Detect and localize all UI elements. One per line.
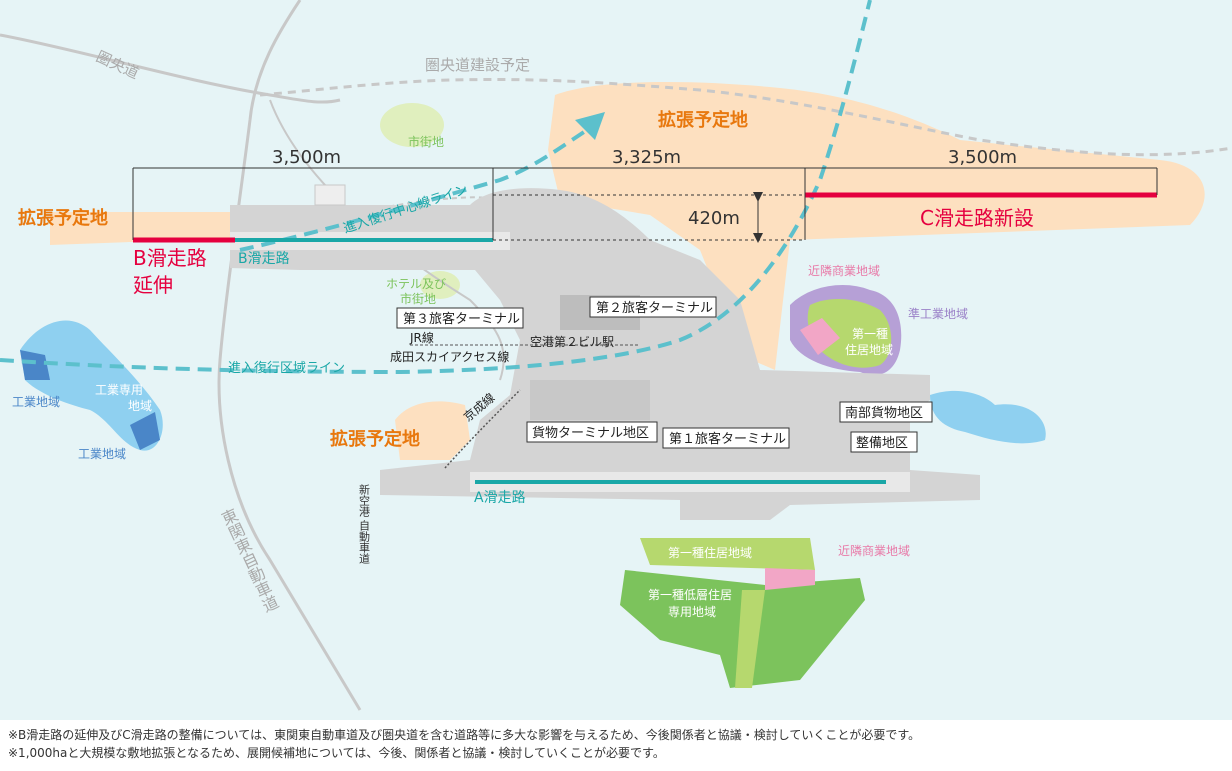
hotel-area-label-2: 市街地: [400, 291, 436, 306]
residential-ne-label-2: 住居地域: [845, 343, 893, 357]
footnote-1: ※B滑走路の延伸及びC滑走路の整備については、東関東自動車道及び圏央道を含む道路…: [8, 728, 921, 742]
commercial-zone-ne: [800, 318, 840, 355]
residential-zone-south: [640, 538, 815, 570]
industrial-exclusive-label-2: 地域: [128, 399, 152, 413]
south-cargo-label: 南部貨物地区: [845, 405, 923, 421]
higashi-kanto-expressway: [217, 0, 362, 711]
residential-strip-south: [735, 590, 765, 688]
industrial-area-label-2: 工業地域: [78, 447, 126, 461]
industrial-exclusive-label-1: 工業専用: [95, 383, 143, 397]
shin-kuko-label-1: 新空港: [358, 483, 371, 517]
dimension-lines: [132, 167, 1158, 243]
hotel-area-label-1: ホテル及び: [386, 277, 446, 291]
approach-center-line: [239, 123, 597, 252]
urban-area-blob: [380, 103, 444, 147]
dimension-label-1: 3,500m: [272, 147, 341, 168]
approach-center-arrow: [575, 112, 605, 140]
building-small: [314, 184, 346, 206]
runway-b-ext-label-2: 延伸: [133, 273, 173, 297]
industrial-zone-west-dark-1: [20, 350, 50, 380]
urban-area-label: 市街地: [408, 134, 444, 149]
terminal-2-label: 第２旅客ターミナル: [596, 300, 713, 316]
terminal-1-label: 第１旅客ターミナル: [669, 431, 786, 447]
jr-line-label: JR線: [409, 330, 434, 345]
neighborhood-commercial-label-ne: 近隣商業地域: [808, 263, 880, 278]
runway-a-label: A滑走路: [474, 489, 526, 506]
hotel-area-blob: [420, 271, 460, 299]
expansion-bottom-label: 拡張予定地: [330, 428, 420, 450]
industrial-zone-west-dark-2: [130, 412, 160, 450]
airport-grounds: [230, 188, 980, 520]
residential-zone-ne: [807, 298, 892, 368]
skyaccess-line-label: 成田スカイアクセス線: [390, 349, 509, 364]
ken-o-do-planned-label: 圏央道建設予定: [425, 56, 530, 74]
footnotes: ※B滑走路の延伸及びC滑走路の整備については、東関東自動車道及び圏央道を含む道路…: [8, 726, 1224, 762]
dimension-label-2: 3,325m: [612, 147, 681, 168]
footnote-2: ※1,000haと大規模な敷地拡張となるため、展開候補地については、今後、関係者…: [8, 746, 665, 760]
dimension-label-3: 3,500m: [948, 147, 1017, 168]
shin-kuko-label-2: 自動車道: [358, 520, 371, 564]
residential-south-label: 第一種住居地域: [668, 546, 752, 560]
runway-b-label: B滑走路: [238, 250, 290, 267]
expansion-top-label: 拡張予定地: [658, 109, 748, 131]
low-rise-label-2: 専用地域: [668, 605, 716, 619]
approach-area-line-label: 進入復行区域ライン: [228, 360, 345, 376]
commercial-zone-south: [765, 568, 815, 590]
expansion-area-bottom: [395, 401, 470, 460]
station-label: 空港第２ビル駅: [530, 335, 614, 349]
terminal-3-label: 第３旅客ターミナル: [403, 311, 520, 327]
neighborhood-commercial-label-south: 近隣商業地域: [838, 543, 910, 558]
dimension-label-420: 420m: [688, 208, 740, 229]
ken-o-do-planned-road: [259, 77, 1232, 157]
ken-o-do-road: [0, 33, 341, 104]
approach-area-line: [0, 0, 872, 375]
runway-b-ext-label: B滑走路: [133, 246, 207, 270]
industrial-zone-west: [20, 320, 163, 451]
runway-c-label: C滑走路新設: [920, 206, 1034, 230]
expansion-area-left: [50, 212, 230, 245]
expansion-area-top: [548, 82, 1205, 371]
keisei-railway: [444, 389, 521, 469]
cargo-block: [530, 380, 650, 420]
industrial-zone-east: [930, 390, 1046, 444]
industrial-area-label-1: 工業地域: [12, 395, 60, 409]
access-road-curve: [229, 196, 496, 236]
expansion-left-label: 拡張予定地: [18, 207, 108, 229]
low-rise-label-1: 第一種低層住居: [648, 588, 732, 602]
residential-ne-label-1: 第一種: [852, 327, 888, 341]
label-box-group: [396, 296, 933, 453]
cargo-terminal-label: 貨物ターミナル地区: [532, 425, 649, 441]
quasi-industrial-label: 準工業地域: [908, 306, 968, 321]
maintenance-label: 整備地区: [856, 435, 908, 451]
